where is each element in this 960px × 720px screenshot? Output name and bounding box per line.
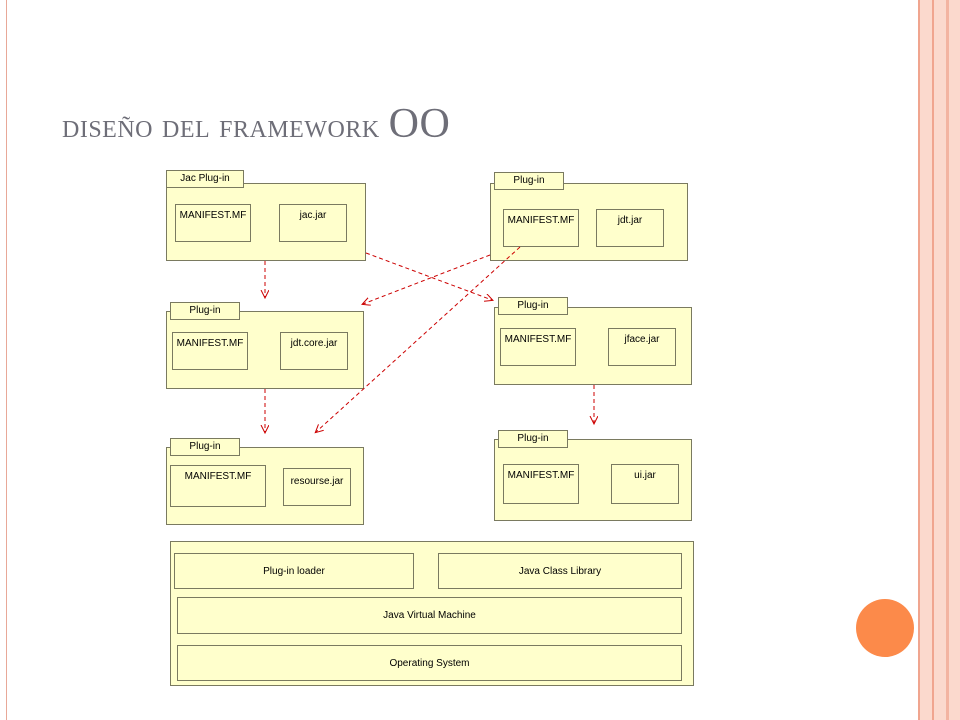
manifest-box: MANIFEST.MF — [172, 332, 248, 370]
manifest-box: MANIFEST.MF — [175, 204, 251, 242]
slide-frame-left-line — [6, 0, 7, 720]
jar-box: resourse.jar — [283, 468, 351, 506]
slide-title-main: diseño del framework — [62, 108, 389, 145]
decorative-orange-circle — [856, 599, 914, 657]
slide-frame-right-line — [946, 0, 949, 720]
jar-box: jdt.core.jar — [280, 332, 348, 370]
slide-title: diseño del framework OO — [62, 100, 450, 148]
jar-box: jdt.jar — [596, 209, 664, 247]
package-tab-label: Plug-in — [494, 172, 564, 190]
arrow-jdt-to-resourse — [316, 246, 521, 432]
java-class-library-layer: Java Class Library — [438, 553, 682, 589]
arrow-jac-to-jface — [365, 252, 492, 300]
jar-box: jac.jar — [279, 204, 347, 242]
slide-frame-right-band — [918, 0, 960, 720]
package-tab-label: Plug-in — [498, 297, 568, 315]
plugin-loader-layer: Plug-in loader — [174, 553, 414, 589]
package-tab-label: Plug-in — [170, 438, 240, 456]
package-tab-label: Plug-in — [498, 430, 568, 448]
manifest-box: MANIFEST.MF — [503, 464, 579, 504]
manifest-box: MANIFEST.MF — [170, 465, 266, 507]
manifest-box: MANIFEST.MF — [503, 209, 579, 247]
manifest-box: MANIFEST.MF — [500, 328, 576, 366]
arrow-jdt-to-jdtcore — [363, 254, 491, 304]
package-tab-label: Plug-in — [170, 302, 240, 320]
jar-box: ui.jar — [611, 464, 679, 504]
slide-frame-right-line — [918, 0, 920, 720]
slide-title-tail: OO — [388, 101, 451, 147]
slide-frame-right-line — [932, 0, 934, 720]
operating-system-layer: Operating System — [177, 645, 682, 681]
jvm-layer: Java Virtual Machine — [177, 597, 682, 634]
package-tab-label: Jac Plug-in — [166, 170, 244, 188]
jar-box: jface.jar — [608, 328, 676, 366]
